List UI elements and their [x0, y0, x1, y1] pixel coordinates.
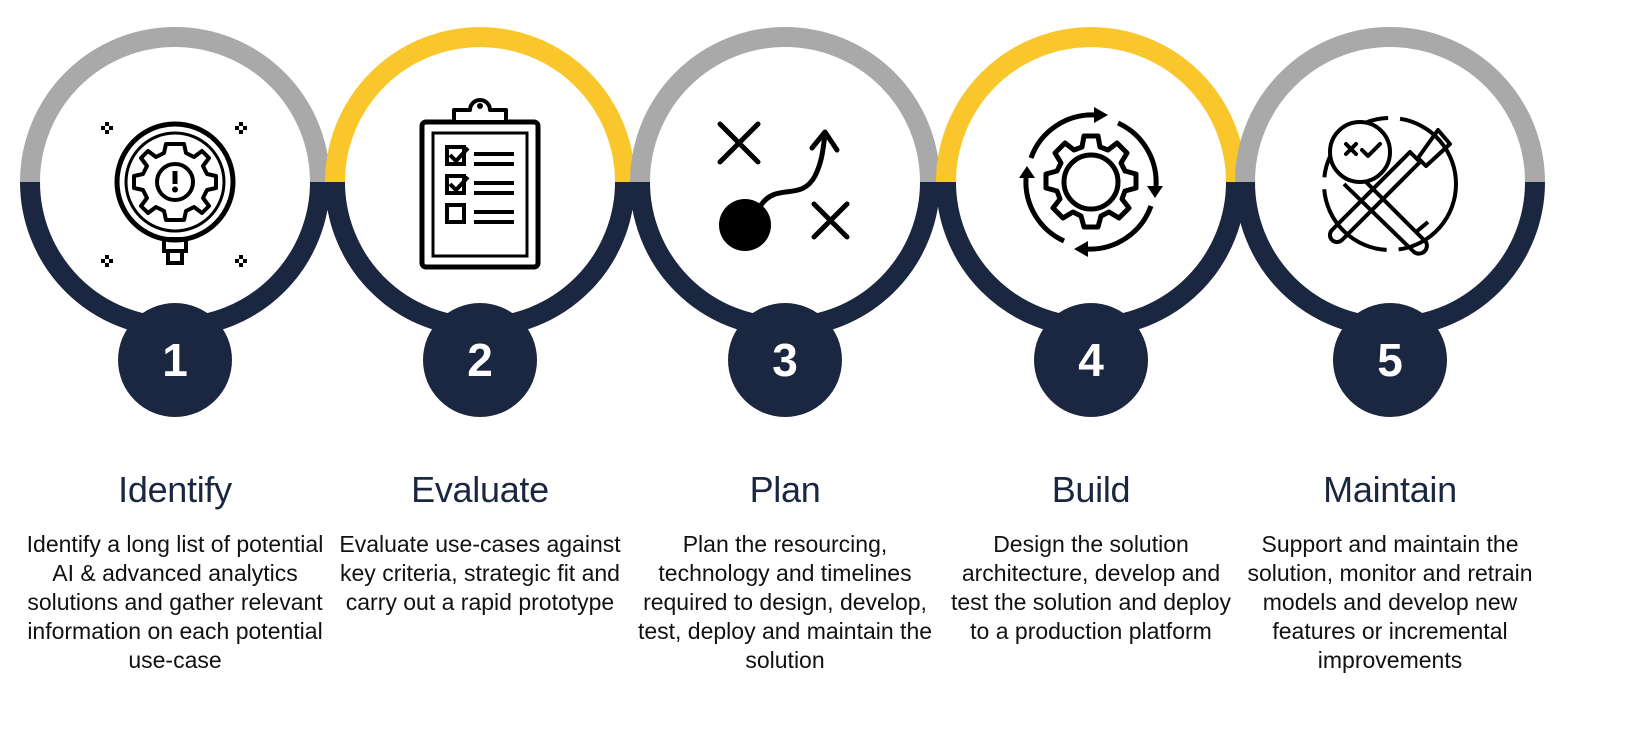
- step-number: 2: [467, 334, 493, 386]
- ring-top-arc: [20, 27, 330, 183]
- step-title: Evaluate: [411, 469, 549, 510]
- step-number-badge: [1333, 303, 1447, 417]
- strategy-plan-icon: [719, 124, 847, 251]
- step-description: Evaluate use-cases against key criteria,…: [339, 531, 621, 615]
- wrench-screwdriver-icon: [1322, 116, 1458, 256]
- step-number-badge: [728, 303, 842, 417]
- step-description: Plan the resourcing, technology and time…: [637, 531, 933, 673]
- ring-top-arc: [630, 27, 940, 183]
- step-number-badges: 1 2 3 4 5: [118, 303, 1447, 417]
- step-number: 5: [1377, 334, 1403, 386]
- step-title: Build: [1051, 469, 1131, 510]
- ring-top-arc: [1235, 27, 1545, 183]
- ring-top-arc: [936, 27, 1246, 183]
- step-description: Support and maintain the solution, monit…: [1247, 531, 1533, 673]
- step-number-badge: [1034, 303, 1148, 417]
- step-rings: [20, 27, 1545, 337]
- step-title: Maintain: [1323, 469, 1457, 510]
- step-description: Design the solution architecture, develo…: [950, 531, 1232, 644]
- step-number-badge: [118, 303, 232, 417]
- step-number: 4: [1078, 334, 1104, 386]
- clipboard-checklist-icon: [422, 100, 538, 267]
- step-title: Plan: [749, 469, 821, 510]
- step-number: 3: [772, 334, 798, 386]
- step-number-badge: [423, 303, 537, 417]
- step-description: Identify a long list of potential AI & a…: [26, 531, 324, 673]
- step-title: Identify: [118, 469, 232, 510]
- gear-cycle-icon: [1019, 107, 1163, 257]
- ring-top-arc: [325, 27, 635, 183]
- magnifier-gear-alert-icon: [101, 122, 247, 267]
- step-number: 1: [162, 334, 188, 386]
